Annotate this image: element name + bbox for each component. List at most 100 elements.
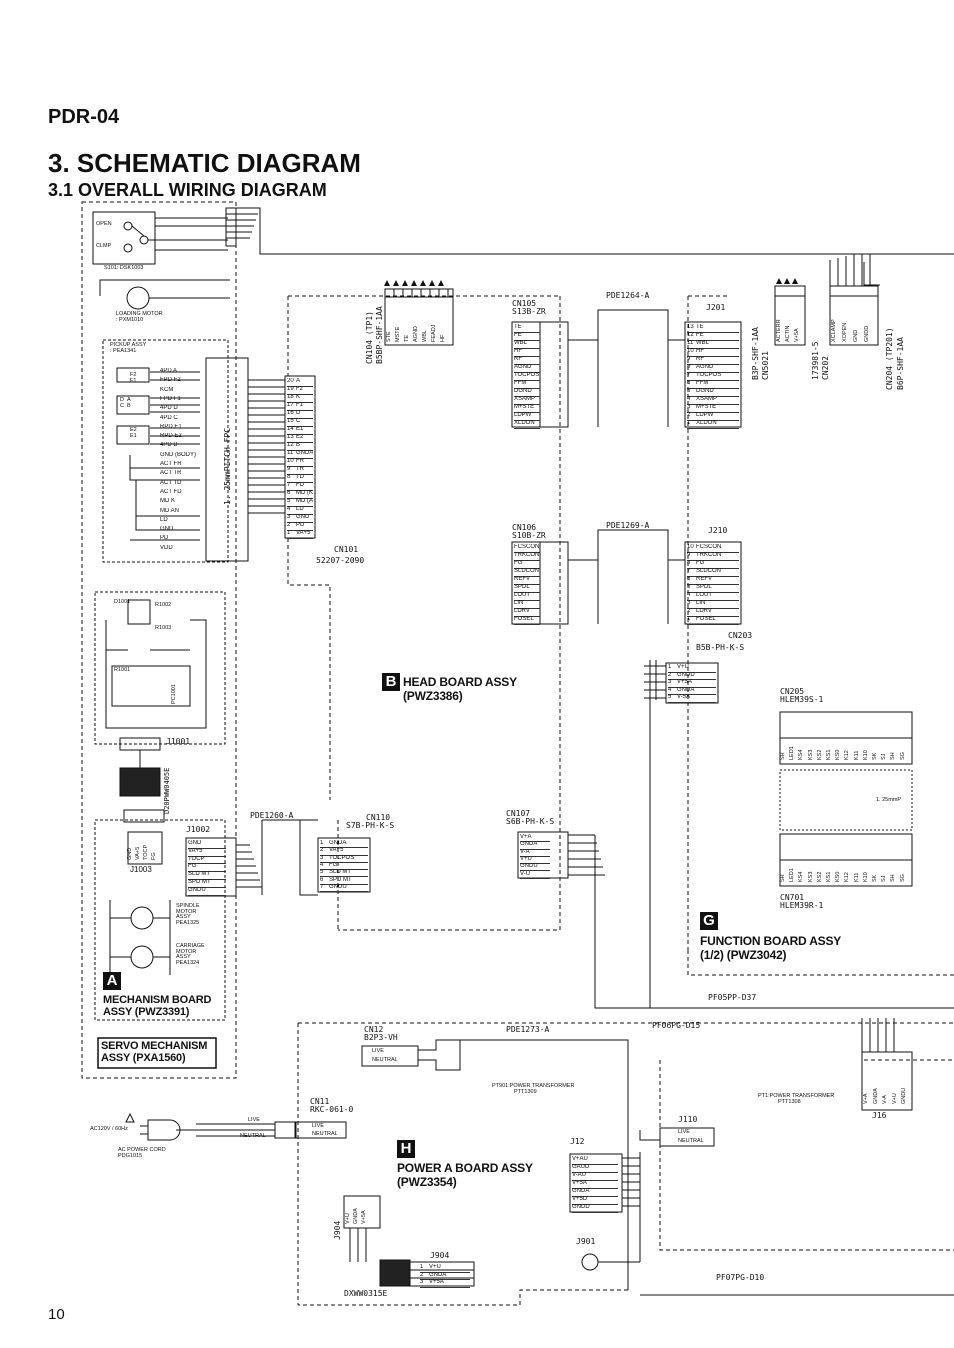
pin-label: 4PD D [160,405,206,414]
pin-name: GND [296,514,310,520]
pin-name: ACT TR [160,470,182,477]
pin-name: SG [899,874,906,882]
pin-number: 2 [420,1271,424,1278]
page-subtitle: 3.1 OVERALL WIRING DIAGRAM [48,180,327,200]
pin-label: GNDD7 [572,1204,618,1213]
pin-name: LDRV [514,608,530,614]
pin-number: 2 [320,847,324,854]
pin-name: TOCPOS [329,854,355,861]
pin-name: V-AU [572,1172,587,1178]
r1002-label: R1002 [155,602,172,608]
pin-number: 15 [287,418,294,424]
pin-label: GNDU7 [188,887,226,896]
pin-name: VA+5 [296,530,311,536]
pin-name: FG [329,861,338,868]
pin-label: KCM [160,387,206,396]
pin-name: LD [160,516,168,523]
pin-label: V+AU1 [572,1156,618,1165]
pin-name: K12 [844,872,851,882]
pin-name: ACT FR [160,461,182,467]
pin-name: SLD MT [188,871,211,878]
board-h-badge: H [397,1140,415,1158]
pin-name: AGND [514,364,532,370]
pin-name: KCM [160,386,174,393]
s101-label: S101: DSK1003 [104,265,144,271]
pin-label: MD K [160,498,206,507]
pin-number: 7 [687,568,691,574]
cn5021-label: CN5021 [761,351,770,380]
pin-name: F1 [296,402,304,408]
pin-label: FCSCON10 [514,544,540,553]
pin-number: 1 [668,664,672,670]
pin-label: 4PD A [160,368,206,377]
pin-number: 11 [287,450,294,456]
pin-number: 1 [320,840,324,846]
pin-number: 5 [668,694,672,701]
pin-name: GNDA [520,841,538,848]
open-label: OPEN [96,221,112,227]
pin-number: 17 [287,402,294,408]
pin-name: 4PD A [160,368,178,374]
pin-name: KS2 [816,871,823,882]
cn12-neutral: NEUTRAL [372,1057,398,1063]
pin-name: KS3 [807,749,814,760]
pin-label: 4 FG [320,861,368,871]
board-b-badge: B [382,673,400,691]
pin-name: C [296,418,301,424]
pin-label: SLDCON7 [514,568,540,577]
pin-number: 3 [287,514,291,520]
pin-name: ACTIN [785,325,791,343]
pin-name: V-A [882,1095,888,1104]
page-title: 3. SCHEMATIC DIAGRAM [48,148,361,178]
pin-name: VA+5 [329,847,344,854]
pin-name: GNDA [296,450,313,456]
pin-name: K10 [862,750,869,760]
pin-name: RF [696,356,704,362]
clmp-label: CLMP [96,243,112,249]
pin-number: 2 [287,522,291,528]
pin-name: GNDU [188,886,206,893]
r1001-label: R1001 [114,667,131,673]
pin-name: TOCPOS [514,372,540,378]
fpc-to-cn101-lines [248,379,285,514]
pin-name: DGND [514,388,532,394]
neutral-label: NEUTRAL [240,1133,266,1139]
pin-name: MD AN [160,507,180,514]
pin-name: SH [890,752,897,760]
pin-name: KS0 [835,749,842,760]
pin-name: LDPW [514,412,532,418]
pin-number: 2 [687,412,691,418]
pin-label: XSAMP4 [514,396,540,405]
pin-label: V+5A4 [572,1180,618,1189]
pin-label: ACT TR [160,470,206,479]
pin-name: SJ [881,875,888,882]
pin-label: 3 GND [287,514,313,523]
pin-name: K10 [862,872,869,882]
pin-name: V+5A [429,1279,444,1285]
pin-name: K [296,394,301,400]
pde1273-label: PDE1273-A [506,1025,550,1034]
pin-name: FEADJ [431,324,437,342]
pin-name: VA+5 [188,847,203,854]
pin-number: 4 [320,861,324,868]
pin-number: 16 [287,410,294,416]
pin-name: K11 [853,750,860,760]
pf06-label: PF06PG-D15 [652,1021,701,1030]
pin-name: V+U [891,1093,898,1104]
cn203-part: B5B-PH-K-S [696,643,745,652]
pin-number: 10 [687,544,694,550]
pin-name: XOPEN [842,322,848,342]
